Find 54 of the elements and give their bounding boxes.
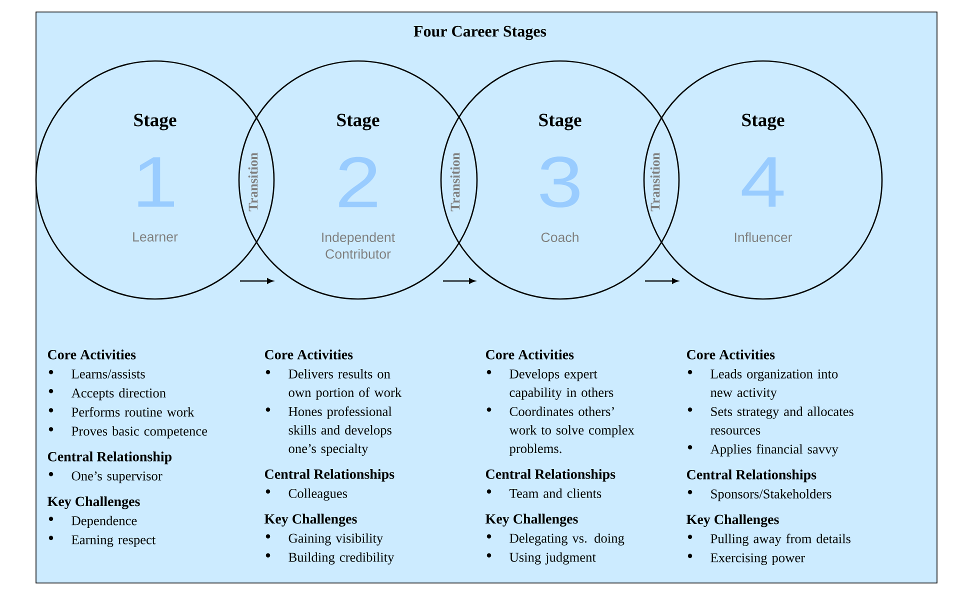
transition-label: Transition xyxy=(450,152,460,212)
bullet-item: Team and clients xyxy=(486,488,602,498)
title: Four Career Stages xyxy=(414,26,546,40)
list-heading: Central Relationship xyxy=(48,452,172,464)
list-heading: Core Activities xyxy=(264,350,353,360)
bullet-item: Colleagues xyxy=(266,488,348,501)
stage-circle xyxy=(35,60,275,300)
bullet-item: Gaining visibility xyxy=(266,533,384,546)
bullet-item: One’s supervisor xyxy=(48,471,162,484)
arrow xyxy=(240,278,274,284)
bullet-item: Earning respect xyxy=(48,535,156,548)
list-heading: Central Relationships xyxy=(264,469,394,482)
stage-circle xyxy=(643,60,883,300)
bullet-item: Building credibility xyxy=(266,552,394,565)
stage-circle xyxy=(440,60,680,300)
list-heading: Central Relationships xyxy=(686,470,816,482)
bullet-item: Accepts direction xyxy=(48,388,166,400)
arrow xyxy=(645,278,678,284)
bullet-item: Using judgment xyxy=(486,552,596,565)
stage-heading: Stage xyxy=(539,114,582,130)
stage-name: Influencer xyxy=(734,232,792,242)
list-heading: Central Relationships xyxy=(486,469,616,482)
stage-name: Coach xyxy=(541,232,578,242)
bullet-item: Hones professional skills and develops one’s specialty xyxy=(266,406,392,456)
bullet-item: Performs routine work xyxy=(48,407,194,417)
bullet-item: Pulling away from details xyxy=(688,534,850,546)
stage-circle xyxy=(238,60,478,300)
bullet-item: Dependence xyxy=(48,516,137,528)
list-heading: Core Activities xyxy=(686,350,775,360)
stage-heading: Stage xyxy=(134,114,176,130)
bullet-item: Develops expert capability in others xyxy=(486,369,614,400)
transition-label: Transition xyxy=(248,152,258,212)
arrow xyxy=(443,278,476,284)
list-heading: Core Activities xyxy=(486,350,574,360)
bullet-item: Coordinates others’ work to solve complex problems. xyxy=(486,406,634,456)
stage-name: Learner xyxy=(133,232,178,242)
stage-heading: Stage xyxy=(742,114,784,130)
bullet-item: Exercising power xyxy=(688,553,805,566)
list-heading: Key Challenges xyxy=(48,496,140,510)
list-heading: Key Challenges xyxy=(686,514,779,528)
bullet-item: Applies financial savvy xyxy=(688,444,838,456)
list-heading: Key Challenges xyxy=(486,514,578,527)
list-heading: Core Activities xyxy=(48,350,136,360)
bullet-item: Sponsors/Stakeholders xyxy=(688,489,832,502)
transition-label: Transition xyxy=(650,152,660,212)
bullet-item: Proves basic competence xyxy=(48,426,208,438)
bullet-item: Learns/assists xyxy=(48,370,145,378)
bullet-item: Sets strategy and allocates resources xyxy=(688,406,854,435)
bullet-item: Delivers results on own portion of work xyxy=(266,369,402,400)
list-heading: Key Challenges xyxy=(264,514,357,527)
bullet-item: Delegating vs. doing xyxy=(486,533,624,546)
bullet-item: Leads organization into new activity xyxy=(688,369,838,400)
stage-name: Independent Contributor xyxy=(322,232,395,259)
stage-heading: Stage xyxy=(337,114,380,130)
